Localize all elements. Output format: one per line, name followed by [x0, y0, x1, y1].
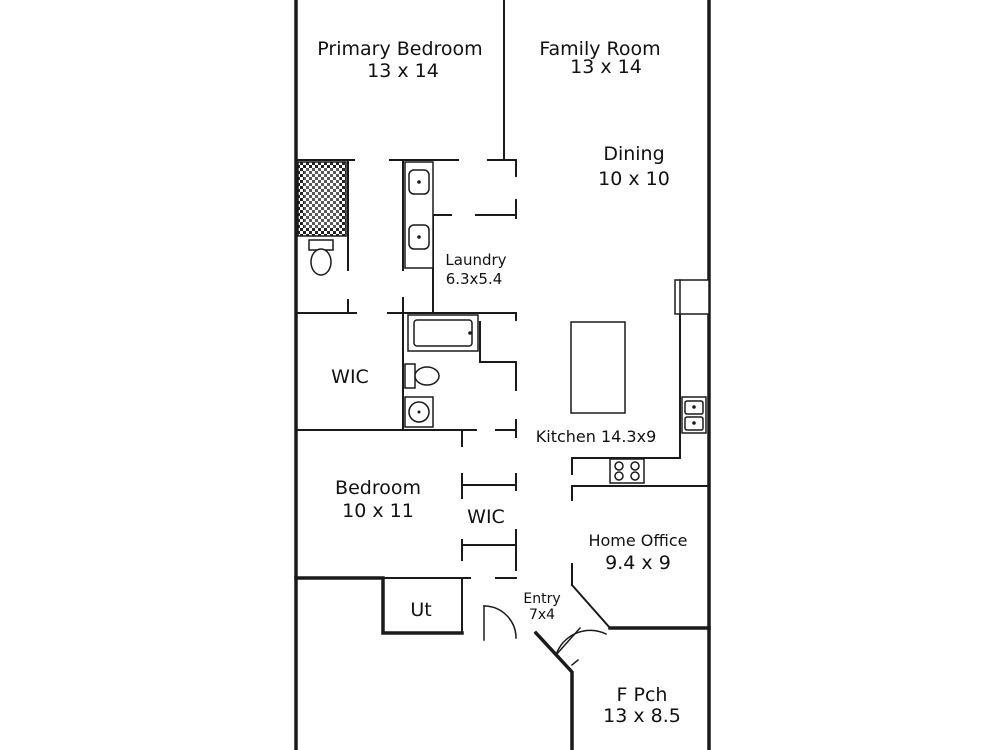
exterior-walls — [294, 0, 711, 750]
room-label-laundry: Laundry — [445, 251, 506, 269]
room-label-dining: Dining — [603, 143, 664, 165]
bathtub — [407, 314, 479, 352]
room-label-front-porch: F Pch — [617, 684, 668, 706]
kitchen-sink — [681, 396, 707, 434]
shower-tile — [297, 161, 347, 237]
room-label-home-office: Home Office — [588, 531, 687, 550]
kitchen-island — [570, 321, 626, 414]
room-size-laundry: 6.3x5.4 — [446, 270, 503, 288]
room-size-bedroom: 10 x 11 — [342, 500, 414, 522]
double-vanity — [404, 161, 434, 269]
room-size-dining: 10 x 10 — [598, 168, 670, 190]
room-label-wic-bedroom: WIC — [467, 506, 505, 528]
bath-sink — [404, 396, 434, 428]
porch-door — [554, 626, 608, 667]
room-label-wic-primary: WIC — [331, 366, 369, 388]
room-size-entry: 7x4 — [529, 607, 555, 623]
room-size-front-porch: 13 x 8.5 — [603, 705, 681, 727]
room-size-primary-bedroom: 13 x 14 — [367, 60, 439, 82]
room-label-utility: Ut — [410, 599, 431, 621]
room-label-primary-bedroom: Primary Bedroom — [317, 38, 482, 60]
toilet-icon — [404, 363, 440, 389]
toilet-icon — [308, 239, 334, 276]
range-cooktop — [609, 458, 645, 484]
room-label-family-room: Family Room — [539, 38, 660, 60]
entry-door — [483, 605, 517, 641]
room-label-kitchen: Kitchen 14.3x9 — [536, 427, 657, 446]
room-label-entry: Entry — [523, 591, 560, 607]
room-size-family-room: 13 x 14 — [570, 56, 642, 78]
room-label-bedroom: Bedroom — [335, 477, 421, 499]
room-size-home-office: 9.4 x 9 — [605, 552, 671, 574]
